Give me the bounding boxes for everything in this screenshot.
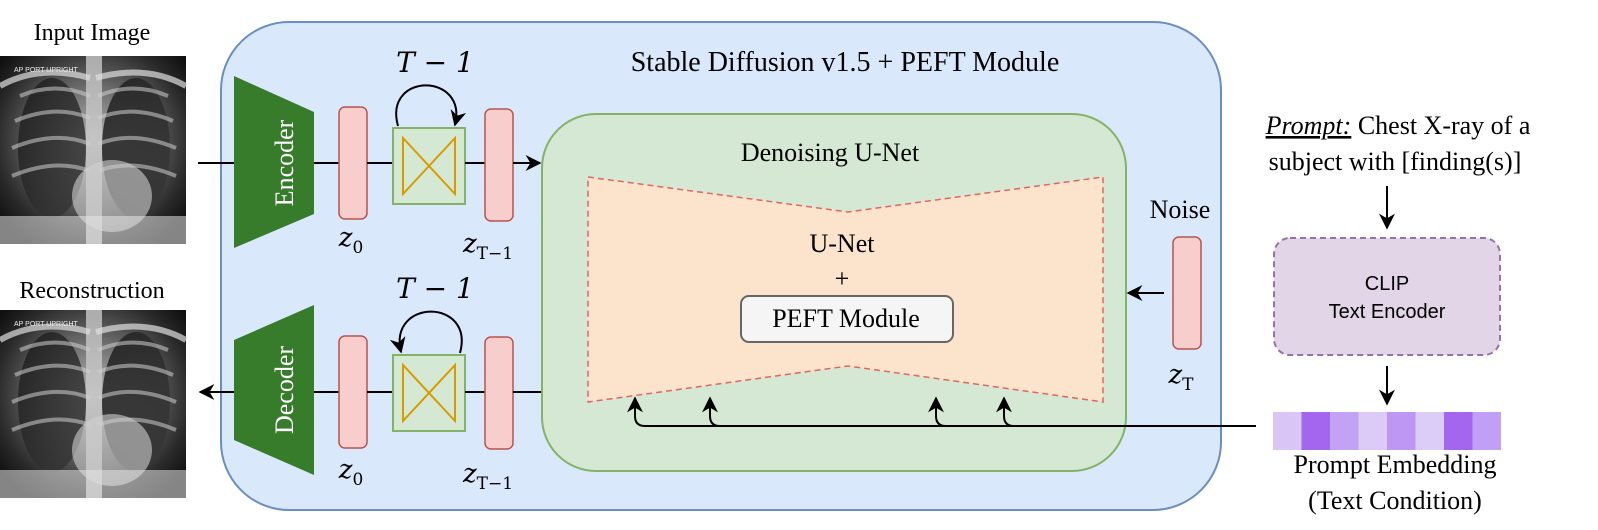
loop-count-bottom: T − 1 (396, 272, 474, 305)
embedding-label-line1: Prompt Embedding (1294, 450, 1497, 479)
reconstruction-xray-caption: AP PORT UPRIGHT (14, 321, 79, 328)
embedding-cell (1415, 412, 1444, 450)
zt-label: zT (1167, 360, 1194, 395)
input-xray-caption: AP PORT UPRIGHT (14, 67, 79, 74)
latent-z0-top (338, 106, 368, 220)
embedding-cell (1387, 412, 1416, 450)
clip-label: CLIP (1365, 273, 1409, 295)
prompt-label: Prompt: (1265, 111, 1352, 140)
denoise-loop-block-top (392, 127, 466, 205)
encoder-label: Encoder (270, 119, 299, 206)
latent-zt1-top (484, 108, 514, 222)
conditioning-lines (627, 396, 1256, 427)
embedding-cell (1444, 412, 1473, 450)
latent-zt1-bottom (484, 336, 514, 450)
reconstruction-xray-image: AP PORT UPRIGHT (0, 310, 186, 498)
encoder-shape (234, 76, 314, 248)
embedding-label-line2: (Text Condition) (1308, 486, 1482, 515)
loop-arrow-top (395, 84, 467, 127)
reconstruction-label: Reconstruction (19, 278, 164, 304)
decoder-label: Decoder (270, 346, 299, 434)
latent-zt-noise (1172, 236, 1202, 350)
loop-arrow-bottom (389, 310, 463, 354)
decoder-shape (234, 305, 314, 475)
prompt-text-line1: Prompt: Chest X-ray of a (1265, 111, 1531, 140)
prompt-text-part1: Chest X-ray of a (1351, 111, 1531, 140)
unet-plus-sign: + (835, 264, 850, 293)
embedding-cell (1330, 412, 1359, 450)
z0-top-label: z0 (338, 223, 364, 258)
input-image-label: Input Image (34, 20, 151, 46)
unet-hourglass-shape (587, 176, 1104, 403)
denoising-unet-title: Denoising U-Net (741, 138, 920, 167)
z0-bottom-label: z0 (338, 455, 364, 490)
latent-z0-bottom (338, 335, 368, 449)
denoise-loop-block-bottom (392, 354, 466, 432)
unet-label: U-Net (810, 229, 876, 258)
stable-diffusion-title: Stable Diffusion v1.5 + PEFT Module (631, 47, 1060, 78)
text-encoder-label: Text Encoder (1329, 301, 1446, 323)
loop-count-top: T − 1 (396, 46, 474, 79)
zt1-bottom-label: zT−1 (462, 459, 513, 494)
embedding-cell (1472, 412, 1501, 450)
input-xray-image: AP PORT UPRIGHT (0, 56, 186, 244)
peft-module-label: PEFT Module (772, 304, 920, 333)
embedding-cell (1301, 412, 1330, 450)
embedding-cell (1273, 412, 1302, 450)
noise-label: Noise (1150, 195, 1211, 224)
embedding-cell (1358, 412, 1387, 450)
prompt-embedding-strip (1273, 412, 1501, 450)
zt1-top-label: zT−1 (462, 229, 513, 264)
prompt-text-line2: subject with [finding(s)] (1269, 147, 1522, 176)
clip-text-encoder-box (1273, 237, 1501, 356)
peft-module-box (740, 295, 954, 343)
